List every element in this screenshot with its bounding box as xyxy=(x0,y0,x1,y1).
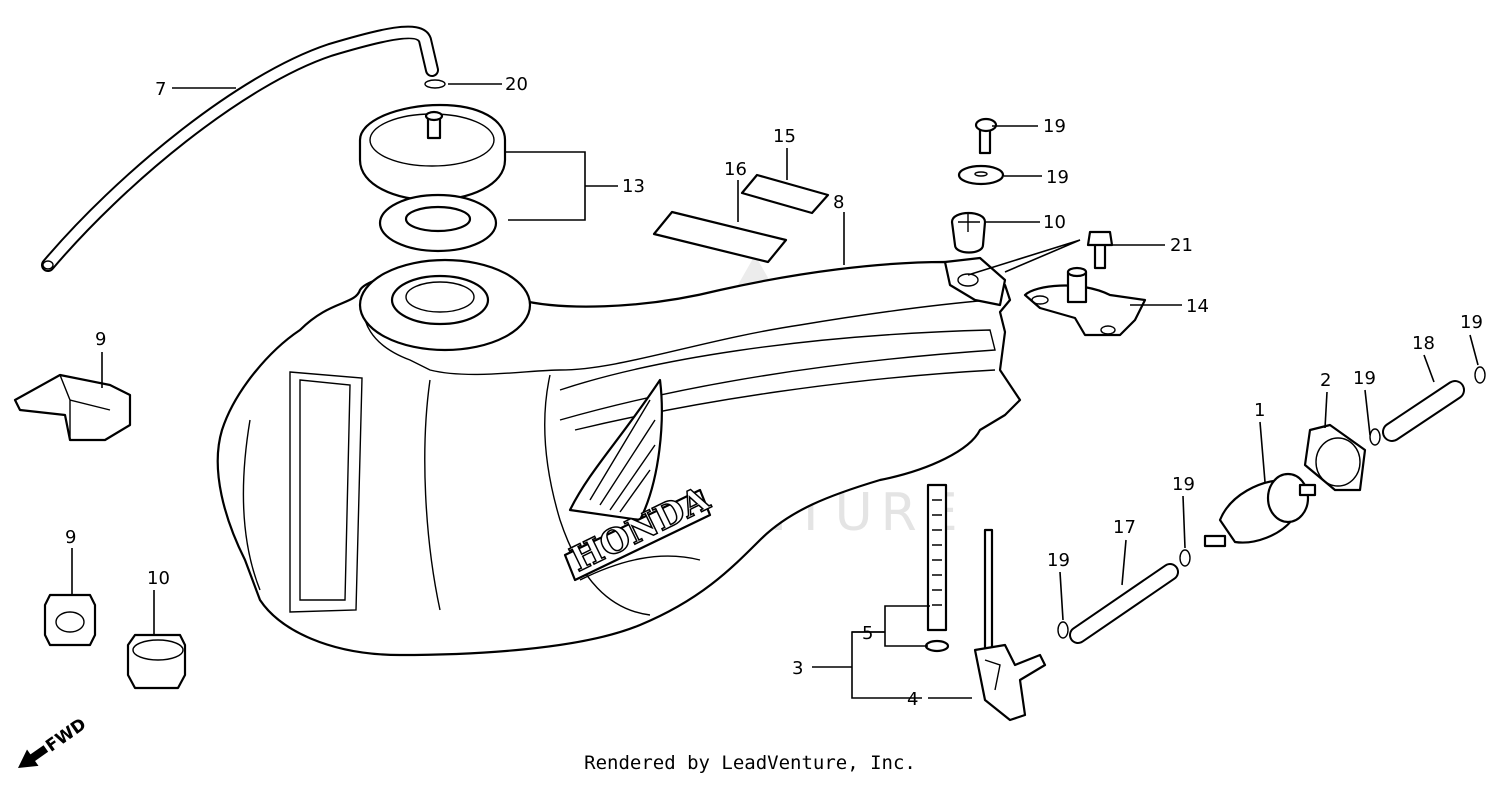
washer[interactable] xyxy=(957,164,1005,186)
caution-label-small[interactable] xyxy=(740,173,830,215)
callout-9a: 9 xyxy=(65,527,76,548)
hose-clip-1[interactable] xyxy=(1057,621,1069,639)
fuel-valve[interactable] xyxy=(973,528,1047,722)
callout-13: 14 xyxy=(1186,296,1209,317)
short-hose[interactable] xyxy=(1382,380,1465,442)
fuel-tank[interactable]: HONDA xyxy=(216,256,1022,657)
callout-18: 18 xyxy=(1412,333,1435,354)
callout-15: 16 xyxy=(724,159,747,180)
callout-3: 3 xyxy=(792,658,803,679)
mount-bolt[interactable] xyxy=(1086,230,1114,270)
hose-clip-4[interactable] xyxy=(1474,366,1486,384)
rubber-cushion[interactable] xyxy=(950,211,987,254)
hose-clip-2[interactable] xyxy=(1179,549,1191,567)
caution-label-large[interactable] xyxy=(652,210,788,264)
callout-17: 19 xyxy=(1043,116,1066,137)
forward-arrow-icon xyxy=(18,745,49,768)
callout-19c: 19 xyxy=(1172,474,1195,495)
callout-19b: 19 xyxy=(1460,312,1483,333)
filter-holder[interactable] xyxy=(1303,423,1367,492)
callout-5: 5 xyxy=(862,623,873,644)
callout-6: 8 xyxy=(833,192,844,213)
fuel-cap[interactable] xyxy=(358,103,507,253)
fuel-hose[interactable] xyxy=(1069,563,1179,644)
tank-bracket[interactable] xyxy=(1023,266,1147,337)
rubber-pad[interactable] xyxy=(13,373,132,442)
tank-nut-1[interactable] xyxy=(43,593,97,647)
callout-8: 9 xyxy=(95,329,106,350)
callout-2: 2 xyxy=(1320,370,1331,391)
bolt[interactable] xyxy=(974,117,998,155)
callout-21: 21 xyxy=(1170,235,1193,256)
callout-12: 17 xyxy=(1113,517,1136,538)
fuel-filter[interactable] xyxy=(1203,472,1317,548)
render-credit: Rendered by LeadVenture, Inc. xyxy=(584,752,916,774)
tank-nut-2[interactable] xyxy=(126,633,187,690)
callout-7: 7 xyxy=(155,79,166,100)
callout-14: 15 xyxy=(773,126,796,147)
callout-labels: 7 20 13 15 16 8 19 19 10 21 14 9 9 10 1 … xyxy=(65,74,1483,710)
callout-16: 19 xyxy=(1046,167,1069,188)
callout-10: 10 xyxy=(1043,212,1066,233)
callout-19d: 19 xyxy=(1047,550,1070,571)
strainer-screen[interactable] xyxy=(924,483,950,653)
callout-11: 13 xyxy=(622,176,645,197)
callout-1: 1 xyxy=(1254,400,1265,421)
tube-clip[interactable] xyxy=(424,79,446,89)
breather-tube[interactable] xyxy=(41,25,439,272)
callout-19a: 19 xyxy=(1353,368,1376,389)
leader-lines xyxy=(71,83,1479,699)
callout-9b: 10 xyxy=(147,568,170,589)
forward-label: FWD xyxy=(42,714,90,756)
hose-clip-3[interactable] xyxy=(1369,428,1381,446)
callout-4: 4 xyxy=(907,689,918,710)
callout-20: 20 xyxy=(505,74,528,95)
